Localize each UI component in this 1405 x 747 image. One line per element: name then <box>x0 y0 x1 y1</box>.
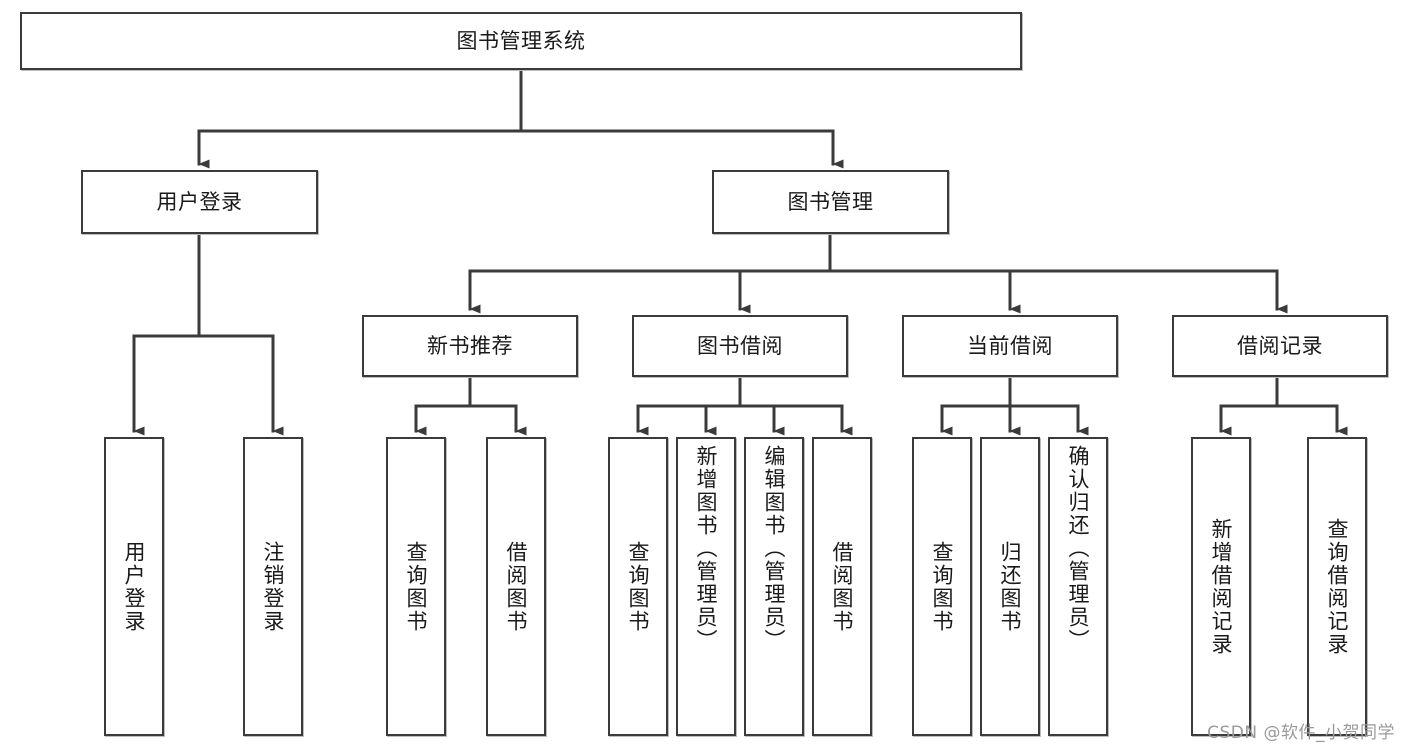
node-label: 图书管理 <box>787 189 874 214</box>
node-leaf-current-query-book[interactable]: 查询图书 <box>912 437 972 736</box>
node-leaf-current-return-book[interactable]: 归还图书 <box>980 437 1040 736</box>
node-label: 注销登录 <box>261 540 286 633</box>
node-current-borrow[interactable]: 当前借阅 <box>902 315 1118 377</box>
node-leaf-record-add[interactable]: 新增借阅记录 <box>1191 437 1251 736</box>
node-leaf-current-confirm-return[interactable]: 确认归还（管理员） <box>1048 437 1108 736</box>
node-book-borrow[interactable]: 图书借阅 <box>632 315 848 377</box>
node-label: 借阅记录 <box>1237 333 1323 358</box>
node-label: 编辑图书（管理员） <box>762 445 787 652</box>
node-label: 查询图书 <box>404 540 429 633</box>
node-label: 新增图书（管理员） <box>694 445 719 652</box>
node-label: 新增借阅记录 <box>1209 517 1234 656</box>
node-label: 借阅图书 <box>504 540 529 633</box>
csdn-watermark: CSDN @软件_小贺同学 <box>1207 723 1395 743</box>
node-leaf-rec-query-book[interactable]: 查询图书 <box>386 437 446 736</box>
node-label: 查询图书 <box>626 540 651 633</box>
node-label: 归还图书 <box>998 540 1023 633</box>
node-label: 新书推荐 <box>427 333 513 358</box>
node-leaf-borrow-add-book[interactable]: 新增图书（管理员） <box>676 437 736 736</box>
node-label: 图书借阅 <box>697 333 783 358</box>
node-label: 借阅图书 <box>830 540 855 633</box>
node-user-login[interactable]: 用户登录 <box>81 170 318 234</box>
node-label: 确认归还（管理员） <box>1066 445 1091 652</box>
node-leaf-borrow-edit-book[interactable]: 编辑图书（管理员） <box>744 437 804 736</box>
node-leaf-user-login[interactable]: 用户登录 <box>104 437 164 736</box>
node-borrow-record[interactable]: 借阅记录 <box>1172 315 1388 377</box>
node-leaf-user-logout[interactable]: 注销登录 <box>243 437 303 736</box>
node-leaf-record-query[interactable]: 查询借阅记录 <box>1307 437 1367 736</box>
node-label: 图书管理系统 <box>456 28 586 53</box>
node-leaf-rec-borrow-book[interactable]: 借阅图书 <box>486 437 546 736</box>
node-book-manage[interactable]: 图书管理 <box>712 170 949 234</box>
node-label: 查询借阅记录 <box>1325 517 1350 656</box>
node-leaf-borrow-query-book[interactable]: 查询图书 <box>608 437 668 736</box>
node-label: 当前借阅 <box>967 333 1053 358</box>
node-leaf-borrow-borrow-book[interactable]: 借阅图书 <box>812 437 872 736</box>
node-label: 用户登录 <box>156 189 243 214</box>
node-root-system[interactable]: 图书管理系统 <box>20 12 1022 70</box>
node-label: 用户登录 <box>122 540 147 633</box>
node-new-book-recommend[interactable]: 新书推荐 <box>362 315 578 377</box>
node-label: 查询图书 <box>930 540 955 633</box>
